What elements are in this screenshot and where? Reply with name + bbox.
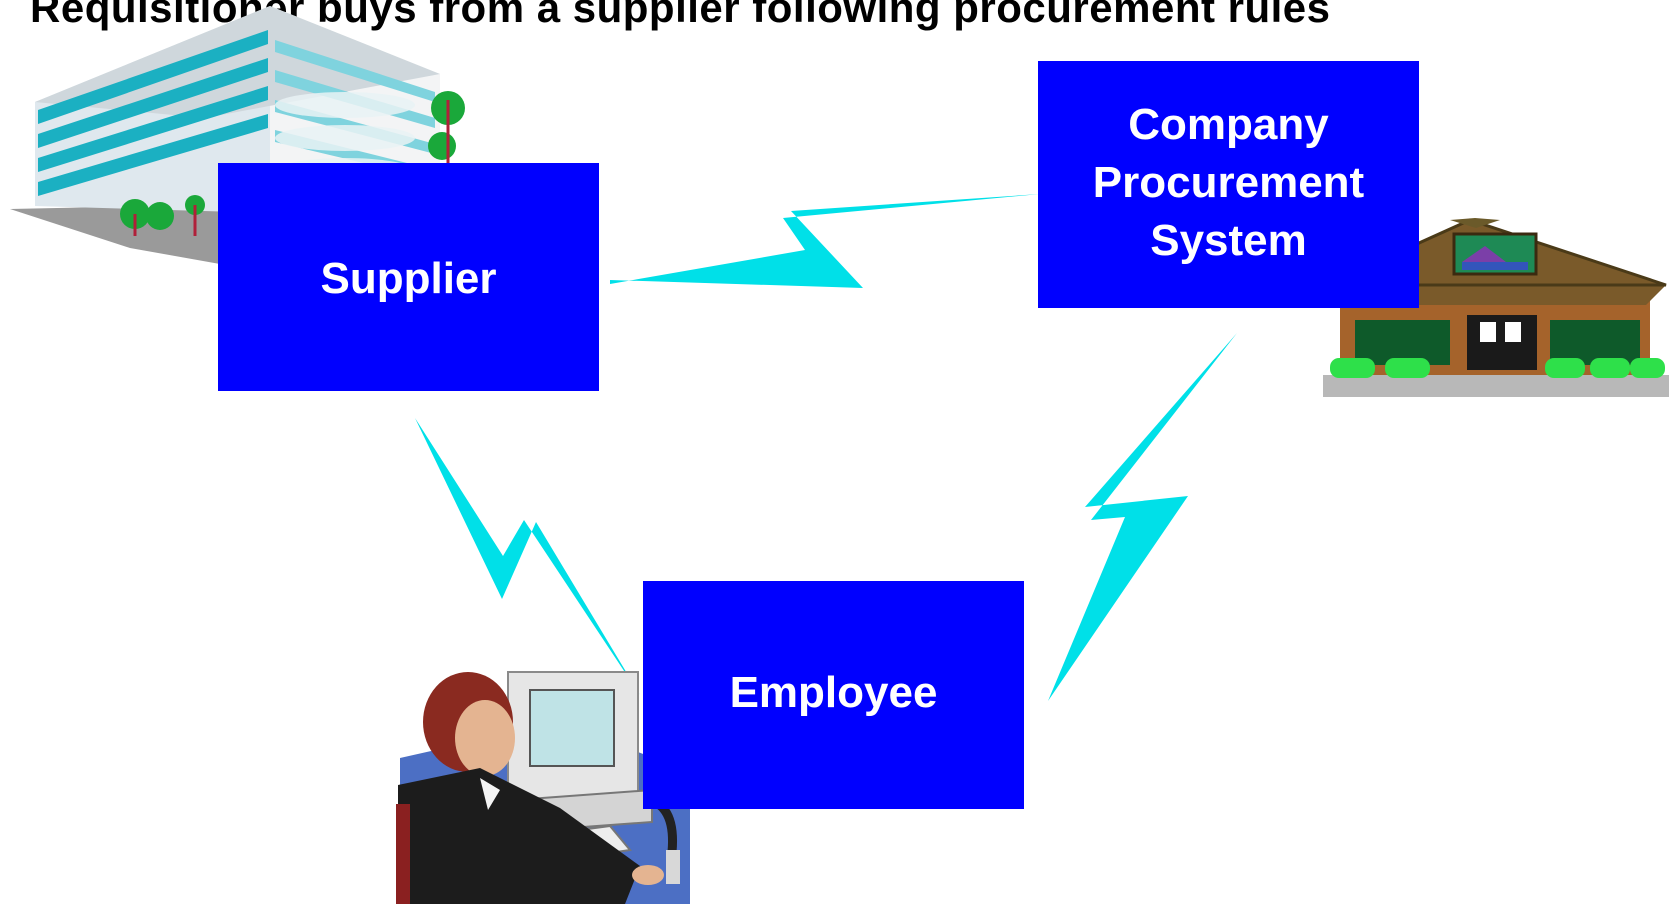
procurement-label-line-2: Procurement <box>1092 158 1365 207</box>
procurement-label-line-1: Company <box>1128 100 1329 149</box>
supplier-node: Supplier <box>218 163 599 391</box>
supplier-label: Supplier <box>320 254 497 303</box>
link-procurement-employee <box>1048 333 1237 701</box>
link-supplier-employee <box>415 418 640 695</box>
link-supplier-procurement <box>610 194 1040 288</box>
employee-node: Employee <box>643 581 1024 809</box>
person-at-computer-icon <box>396 671 690 904</box>
employee-label: Employee <box>729 668 938 717</box>
procurement-system-node: Company Procurement System <box>1038 61 1419 308</box>
procurement-label-line-3: System <box>1150 216 1307 265</box>
